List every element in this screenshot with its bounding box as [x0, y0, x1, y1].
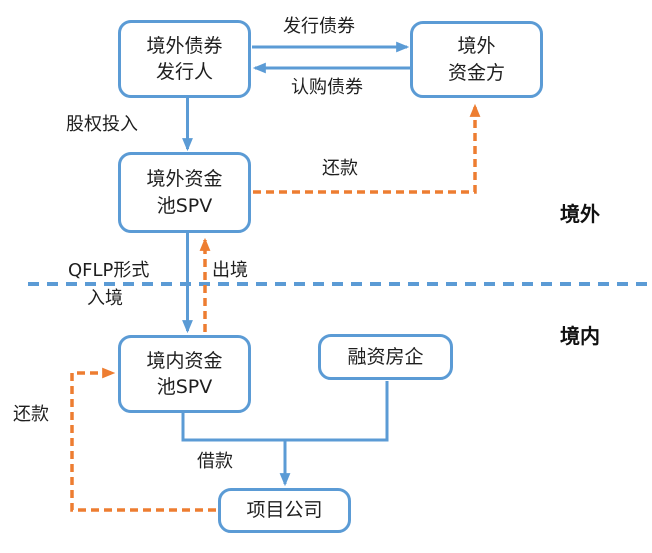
- label-enter-border: 入境: [87, 288, 123, 309]
- node-offshore-capital-provider-label: 境外 资金方: [447, 35, 505, 84]
- node-offshore-bond-issuer: 境外债券 发行人: [118, 20, 251, 98]
- label-exit-border: 出境: [212, 260, 248, 281]
- node-project-company: 项目公司: [218, 488, 351, 533]
- node-financing-developer-label: 融资房企: [347, 345, 424, 368]
- node-financing-developer: 融资房企: [318, 334, 453, 380]
- node-offshore-pool-spv-label: 境外资金 池SPV: [146, 168, 223, 217]
- node-onshore-pool-spv-label: 境内资金 池SPV: [146, 349, 223, 398]
- node-offshore-bond-issuer-label: 境外债券 发行人: [146, 34, 223, 83]
- node-project-company-label: 项目公司: [246, 499, 323, 522]
- node-offshore-pool-spv: 境外资金 池SPV: [118, 152, 251, 233]
- node-onshore-pool-spv: 境内资金 池SPV: [118, 335, 251, 413]
- label-loan: 借款: [197, 451, 233, 472]
- edge-repay-offshore: [253, 103, 481, 194]
- label-equity-injection: 股权投入: [66, 114, 138, 135]
- label-issue-bonds: 发行债券: [283, 16, 355, 37]
- label-qflp-mode: QFLP形式: [68, 260, 150, 281]
- region-label-offshore: 境外: [560, 202, 600, 226]
- label-repay-offshore: 还款: [322, 158, 358, 179]
- region-label-onshore: 境内: [560, 324, 600, 348]
- label-repay-onshore: 还款: [13, 404, 49, 425]
- node-offshore-capital-provider: 境外 资金方: [410, 21, 543, 98]
- label-subscribe-bonds: 认购债券: [291, 77, 363, 98]
- edge-repay-onshore: [70, 367, 216, 512]
